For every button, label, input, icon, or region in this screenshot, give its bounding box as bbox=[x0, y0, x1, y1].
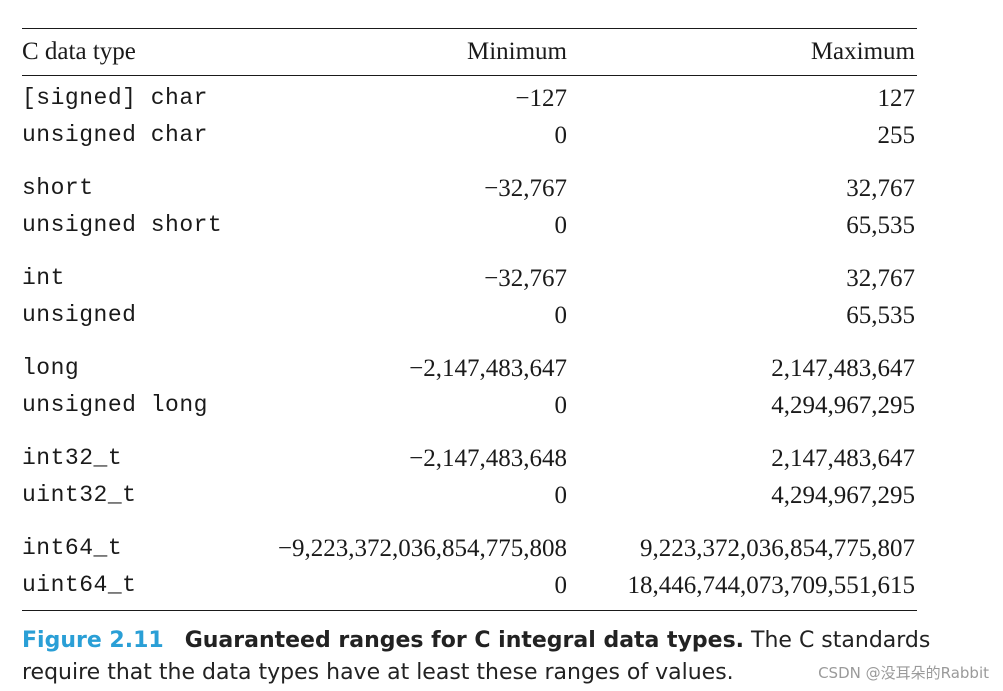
min-cell: −32,767 bbox=[484, 265, 567, 292]
max-cell: 4,294,967,295 bbox=[771, 482, 915, 509]
type-cell: short bbox=[22, 175, 94, 201]
type-cell: [signed] char bbox=[22, 85, 208, 111]
table-header: C data type Minimum Maximum bbox=[22, 29, 917, 75]
type-cell: uint64_t bbox=[22, 572, 137, 598]
min-cell: 0 bbox=[554, 302, 568, 329]
max-cell: 255 bbox=[877, 122, 916, 149]
header-minimum: Minimum bbox=[466, 38, 567, 65]
type-cell: int64_t bbox=[22, 535, 123, 561]
min-cell: −32,767 bbox=[484, 175, 567, 202]
max-cell: 4,294,967,295 bbox=[771, 392, 915, 419]
type-cell: int bbox=[22, 265, 65, 291]
min-cell: 0 bbox=[554, 212, 568, 239]
max-cell: 65,535 bbox=[846, 302, 915, 329]
type-cell: unsigned char bbox=[22, 122, 208, 148]
table-row: uint32_t 0 4,294,967,295 bbox=[22, 477, 917, 514]
max-cell: 32,767 bbox=[846, 265, 915, 292]
watermark: CSDN @没耳朵的Rabbit bbox=[818, 664, 989, 682]
table-row: int64_t −9,223,372,036,854,775,808 9,223… bbox=[22, 530, 917, 567]
min-cell: −9,223,372,036,854,775,808 bbox=[277, 535, 567, 562]
bottom-rule bbox=[22, 610, 917, 611]
type-cell: long bbox=[22, 355, 80, 381]
max-cell: 2,147,483,647 bbox=[771, 445, 915, 472]
min-cell: 0 bbox=[554, 392, 568, 419]
max-cell: 127 bbox=[877, 85, 916, 112]
top-rule bbox=[22, 28, 917, 29]
table-row: long −2,147,483,647 2,147,483,647 bbox=[22, 350, 917, 387]
type-cell: int32_t bbox=[22, 445, 123, 471]
header-rule bbox=[22, 75, 917, 76]
min-cell: −127 bbox=[515, 85, 567, 112]
min-cell: −2,147,483,648 bbox=[409, 445, 567, 472]
min-cell: 0 bbox=[554, 482, 568, 509]
table-row: unsigned 0 65,535 bbox=[22, 297, 917, 334]
max-cell: 18,446,744,073,709,551,615 bbox=[627, 572, 916, 599]
figure-title: Guaranteed ranges for C integral data ty… bbox=[184, 628, 745, 653]
table-row: [signed] char −127 127 bbox=[22, 80, 917, 117]
max-cell: 9,223,372,036,854,775,807 bbox=[640, 535, 915, 562]
figure-caption: Figure 2.11 Guaranteed ranges for C inte… bbox=[22, 625, 997, 689]
table-row: short −32,767 32,767 bbox=[22, 170, 917, 207]
header-type: C data type bbox=[22, 38, 136, 65]
min-cell: 0 bbox=[554, 572, 568, 599]
type-cell: unsigned long bbox=[22, 392, 208, 418]
type-cell: unsigned short bbox=[22, 212, 223, 238]
table-row: int −32,767 32,767 bbox=[22, 260, 917, 297]
table-row: uint64_t 0 18,446,744,073,709,551,615 bbox=[22, 567, 917, 604]
max-cell: 2,147,483,647 bbox=[771, 355, 915, 382]
header-maximum: Maximum bbox=[810, 38, 915, 65]
max-cell: 65,535 bbox=[846, 212, 915, 239]
min-cell: −2,147,483,647 bbox=[409, 355, 567, 382]
type-cell: unsigned bbox=[22, 302, 137, 328]
table-row: unsigned short 0 65,535 bbox=[22, 207, 917, 244]
min-cell: 0 bbox=[554, 122, 568, 149]
type-cell: uint32_t bbox=[22, 482, 137, 508]
ranges-table: C data type Minimum Maximum [signed] cha… bbox=[22, 28, 917, 611]
table-row: unsigned long 0 4,294,967,295 bbox=[22, 387, 917, 424]
max-cell: 32,767 bbox=[846, 175, 915, 202]
table-row: unsigned char 0 255 bbox=[22, 117, 917, 154]
figure-description: The C standards require that the data ty… bbox=[22, 628, 931, 685]
table-row: int32_t −2,147,483,648 2,147,483,647 bbox=[22, 440, 917, 477]
figure-label: Figure 2.11 bbox=[22, 628, 164, 653]
